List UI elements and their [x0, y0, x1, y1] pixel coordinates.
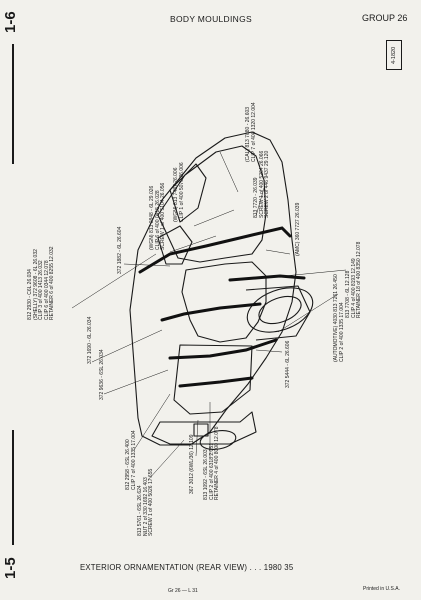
callout-8: 812 2930 - C6L 26.034(SHELLY) 372 9608 -…: [27, 246, 56, 320]
leader-c8: [71, 253, 157, 309]
moulding-side: [228, 274, 306, 282]
section-tab-top: 1-6: [2, 11, 19, 33]
bumper: [151, 411, 257, 445]
callout-12: 372 5444 - 6L 26.606: [285, 340, 291, 388]
roof-outline: [157, 145, 267, 263]
figure-caption: EXTERIOR ORNAMENTATION (REAR VIEW) . . .…: [80, 563, 294, 572]
side-rule-bottom: [12, 430, 14, 545]
leader-c4: [283, 269, 347, 277]
leader-c15: [195, 419, 199, 457]
page-reference: Gr 26 — L 31: [168, 588, 198, 594]
leader-c1: [219, 151, 239, 193]
callout-9: 372 1690 - 6L 26.034: [87, 316, 93, 364]
printed-notice: Printed in U.S.A.: [363, 586, 400, 592]
callout-3: (AMC) 360 7727 26.039: [295, 202, 301, 256]
group-number: GROUP 26: [362, 13, 408, 23]
car-line-drawing: [71, 131, 347, 481]
car-body-outline: [129, 131, 297, 446]
moulding-tailgate: [178, 376, 254, 388]
tailgate-panel: [173, 344, 253, 415]
side-rule-top: [12, 44, 14, 164]
leader-c12: [255, 349, 283, 353]
rear-wheel-inner: [258, 295, 302, 325]
leader-c3: [265, 249, 291, 255]
leader-c13: [133, 393, 171, 451]
tail-lamp: [193, 423, 209, 437]
leader-c7: [123, 263, 171, 267]
leader-c5: [193, 209, 235, 227]
side-window-front: [169, 163, 207, 223]
leader-c11: [277, 293, 339, 333]
leader-c16: [147, 439, 185, 481]
section-tab-bottom: 1-5: [2, 557, 19, 579]
callout-15: 367 3012 (6WL/36) 12.109: [189, 434, 195, 495]
moulding-roof-rear: [160, 302, 262, 322]
side-window-rear: [157, 225, 193, 265]
page-title: BODY MOULDINGS: [170, 14, 252, 24]
front-wheel: [199, 430, 237, 450]
page-code-box: 4-1820: [386, 40, 402, 70]
leader-c10: [103, 369, 169, 395]
moulding-belt: [138, 226, 292, 274]
leader-c2: [255, 187, 265, 217]
moulding-lower: [168, 338, 278, 360]
callout-7: 372 1882 - 6L 26.604: [117, 226, 123, 274]
leader-c6: [169, 235, 217, 253]
rear-window: [181, 261, 267, 343]
callout-10: 372 9636 - 6SL 26.034: [99, 349, 105, 400]
rear-wheel: [246, 287, 314, 333]
leader-c9: [91, 329, 163, 363]
